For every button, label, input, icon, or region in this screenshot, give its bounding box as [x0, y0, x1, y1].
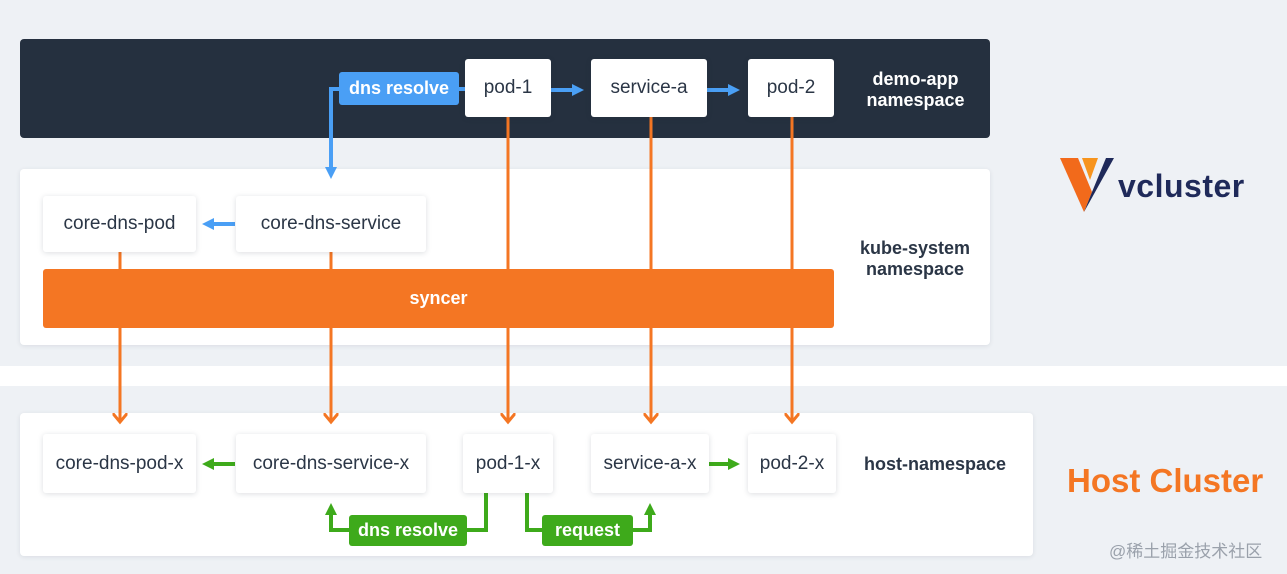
vcluster-logo: vcluster: [1058, 156, 1268, 216]
pod-1-x-node: pod-1-x: [463, 434, 553, 493]
pod-2-x-label: pod-2-x: [759, 452, 825, 474]
watermark-text: @稀土掘金技术社区: [1109, 542, 1263, 561]
dns-resolve-pill-host: dns resolve: [349, 515, 467, 546]
core-dns-pod-node: core-dns-pod: [43, 196, 196, 252]
core-dns-service-node: core-dns-service: [236, 196, 426, 252]
pod-1-node: pod-1: [465, 59, 551, 117]
syncer-bar: syncer: [43, 269, 834, 328]
request-pill-host: request: [542, 515, 633, 546]
kube-system-namespace-label: kube-system namespace: [840, 238, 990, 280]
pod-2-x-node: pod-2-x: [748, 434, 836, 493]
host-cluster-title: Host Cluster: [1067, 462, 1264, 499]
core-dns-service-label: core-dns-service: [260, 213, 402, 234]
service-a-x-node: service-a-x: [591, 434, 709, 493]
request-label-host: request: [554, 520, 621, 540]
core-dns-service-x-node: core-dns-service-x: [236, 434, 426, 493]
syncer-label: syncer: [409, 288, 468, 308]
vcluster-logo-text: vcluster: [1118, 168, 1245, 204]
core-dns-pod-x-label: core-dns-pod-x: [55, 452, 184, 474]
core-dns-pod-x-node: core-dns-pod-x: [43, 434, 196, 493]
dns-resolve-label-host: dns resolve: [357, 520, 459, 540]
core-dns-service-x-label: core-dns-service-x: [252, 452, 410, 474]
dns-resolve-label-virtual: dns resolve: [348, 78, 450, 98]
host-namespace-label: host-namespace: [854, 454, 1016, 475]
service-a-x-label: service-a-x: [603, 452, 697, 474]
pod-2-label: pod-2: [766, 77, 816, 98]
service-a-node: service-a: [591, 59, 707, 117]
host-namespace-label-text: host-namespace: [863, 454, 1007, 474]
demo-app-namespace-label: demo-app namespace: [848, 69, 983, 111]
demo-app-namespace-label-line2: namespace: [866, 90, 965, 110]
kube-system-namespace-label-line1: kube-system: [859, 238, 971, 258]
demo-app-namespace-label-line1: demo-app: [872, 69, 959, 89]
kube-system-namespace-label-line2: namespace: [865, 259, 965, 279]
core-dns-pod-label: core-dns-pod: [63, 213, 176, 234]
service-a-label: service-a: [610, 77, 688, 98]
dns-resolve-pill-virtual: dns resolve: [339, 72, 459, 105]
pod-1-x-label: pod-1-x: [475, 452, 541, 474]
vcluster-v-mark-icon: [1060, 158, 1114, 212]
pod-2-node: pod-2: [748, 59, 834, 117]
arrow-dns-resolve-to-core-dns-service: [325, 87, 339, 179]
pod-1-label: pod-1: [483, 77, 533, 98]
